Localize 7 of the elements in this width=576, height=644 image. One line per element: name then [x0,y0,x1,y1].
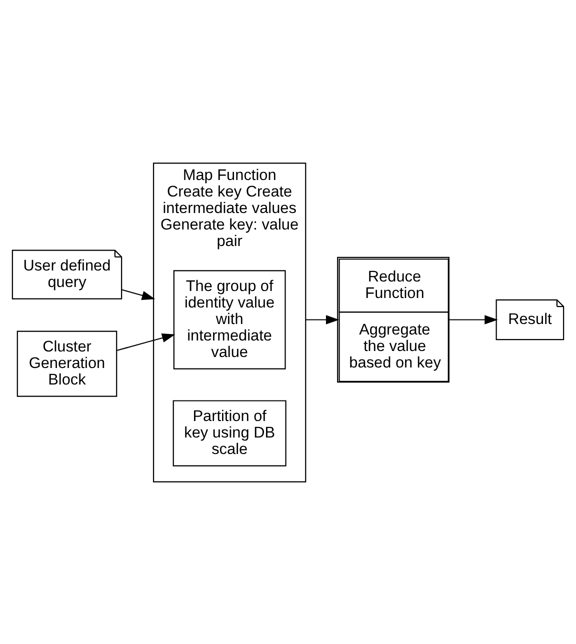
node-box: Partition of key using DB scale [172,400,286,466]
arrow [116,332,176,351]
node-box: Cluster Generation Block [16,330,118,396]
node-box: The group of identity value with intermediate value [173,270,286,369]
arrow [449,314,498,324]
arrow [306,314,340,324]
arrow [122,288,156,300]
